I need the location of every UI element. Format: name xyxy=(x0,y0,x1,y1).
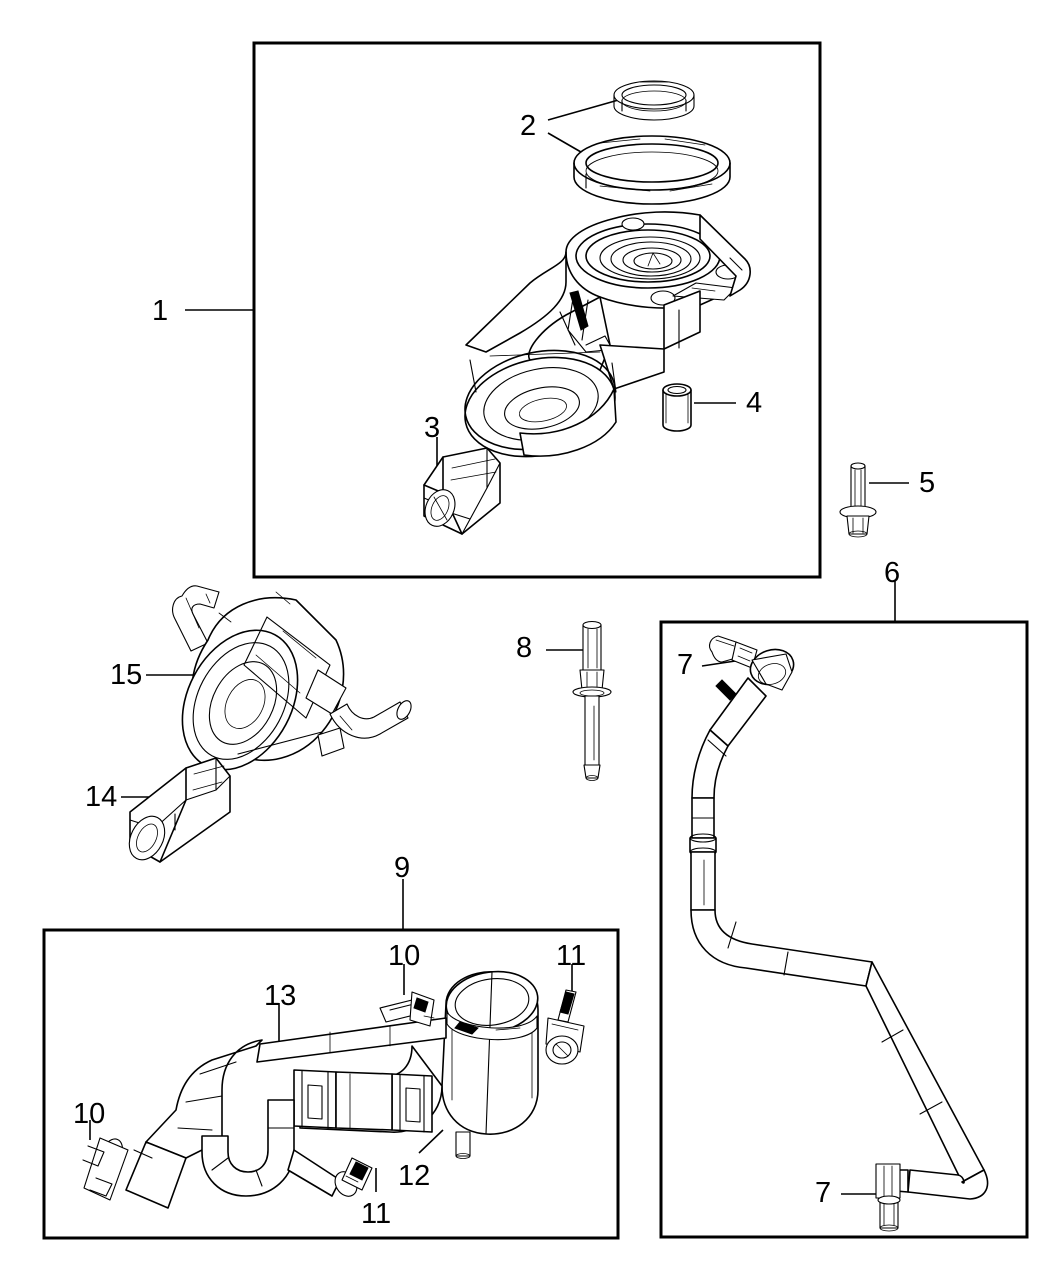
part-11-sensor-lower xyxy=(341,1157,373,1191)
group-box-6 xyxy=(659,620,1029,1239)
callout-8-stud-bolt: 8 xyxy=(516,632,533,664)
callout-10-clamp-left: 10 xyxy=(73,1098,106,1130)
callout-12-hose-clamp: 12 xyxy=(398,1160,431,1192)
callout-14-oil-cooler-fitting: 14 xyxy=(85,781,118,813)
callout-4-bushing: 4 xyxy=(746,387,763,419)
part-14-oil-cooler-fitting xyxy=(128,757,231,863)
callout-11-sensor-right: 11 xyxy=(556,940,587,972)
callout-7-lower-fitting-bolt: 7 xyxy=(815,1177,832,1209)
callout-13-coolant-hose: 13 xyxy=(264,980,297,1012)
part-15-engine-oil-cooler xyxy=(172,585,412,771)
callout-1-oil-filter-housing-assembly: 1 xyxy=(152,295,169,327)
part-10-clamp-upper xyxy=(379,991,435,1027)
callout-9-coolant-tube-assembly: 9 xyxy=(394,852,411,884)
callout-15-engine-oil-cooler: 15 xyxy=(110,659,143,691)
part-2-upper-seal-ring xyxy=(613,80,695,121)
part-4-bushing xyxy=(662,383,692,432)
part-5-flange-bolt xyxy=(839,462,877,538)
part-2-lower-seal-ring xyxy=(573,135,731,205)
callout-6-oil-tube-assembly: 6 xyxy=(884,557,901,589)
callout-2-seal-rings: 2 xyxy=(520,110,537,142)
part-1-oil-filter-housing xyxy=(464,211,751,458)
callout-11-sensor-lower: 11 xyxy=(361,1198,392,1230)
callout-10-clamp-upper: 10 xyxy=(388,940,421,972)
part-6-oil-tube-assembly xyxy=(689,635,989,1232)
part-3-adapter-fitting xyxy=(423,447,501,535)
callout-7-upper-fitting-bolt: 7 xyxy=(677,649,694,681)
group-box-9 xyxy=(42,928,620,1240)
callout-5-flange-bolt: 5 xyxy=(919,467,936,499)
part-8-stud-bolt xyxy=(572,620,612,781)
part-11-sensor-right xyxy=(545,989,585,1065)
callout-3-adapter-fitting: 3 xyxy=(424,412,441,444)
part-9-coolant-tube-assembly xyxy=(82,970,585,1209)
